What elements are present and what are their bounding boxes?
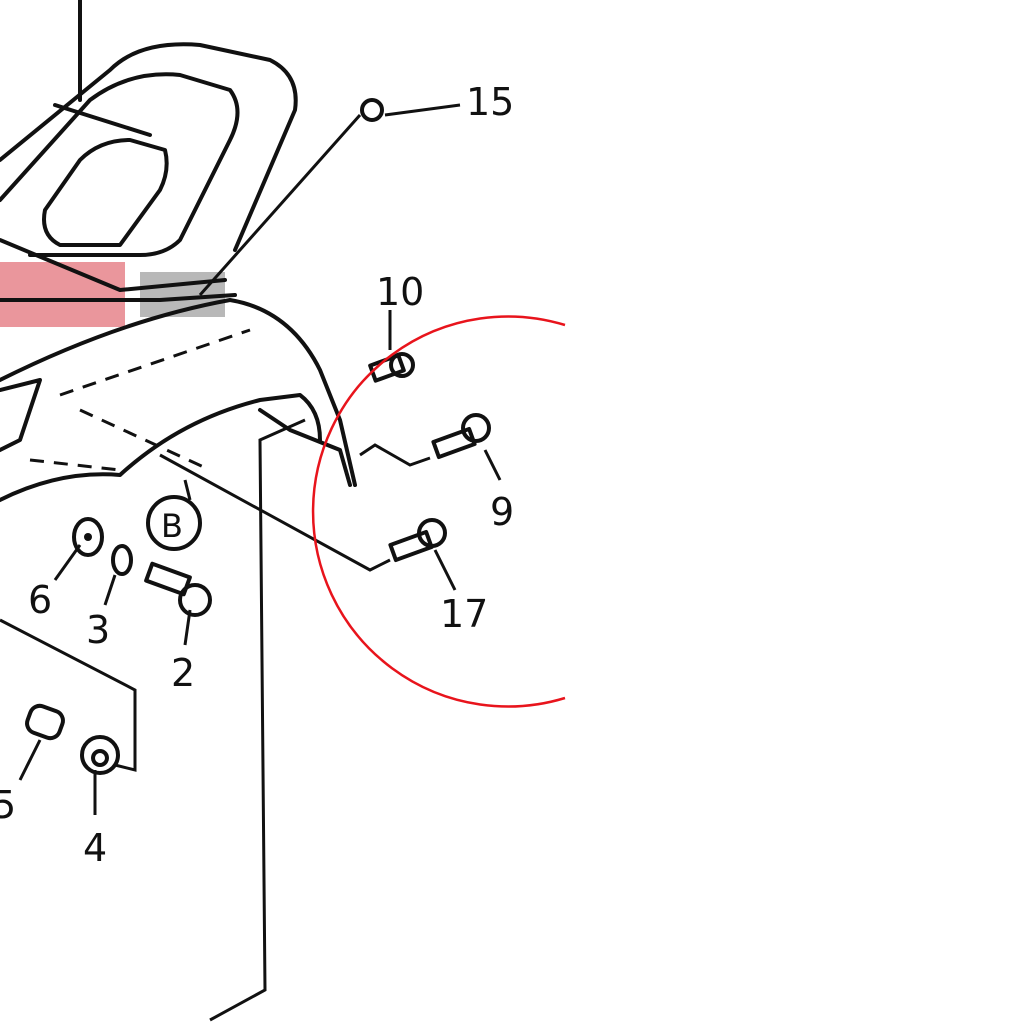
bolt-15: [360, 98, 384, 122]
callout-15: 15: [466, 80, 514, 124]
callout-3: 3: [86, 608, 110, 652]
watermark-logo: [0, 262, 225, 327]
grommet-4: [80, 735, 120, 775]
callout-2: 2: [171, 651, 195, 695]
rear-fender: [0, 114, 362, 502]
callout-5: 5: [0, 783, 16, 827]
callout-b: B: [161, 507, 183, 545]
bolt-9: [431, 413, 491, 460]
collar-5: [25, 703, 65, 741]
callout-6: 6: [28, 578, 52, 622]
washer-6: [72, 517, 104, 557]
leader-lines: [0, 103, 502, 1022]
callout-10: 10: [376, 270, 424, 314]
bolt-2: [144, 561, 212, 617]
seat: [0, 0, 298, 302]
callout-4: 4: [83, 826, 107, 870]
callout-9: 9: [490, 490, 514, 534]
callout-b-circle: [146, 495, 202, 551]
washer-3: [111, 544, 133, 576]
callout-17: 17: [440, 592, 488, 636]
highlight-circle: [311, 315, 566, 708]
bolt-17: [388, 518, 447, 563]
